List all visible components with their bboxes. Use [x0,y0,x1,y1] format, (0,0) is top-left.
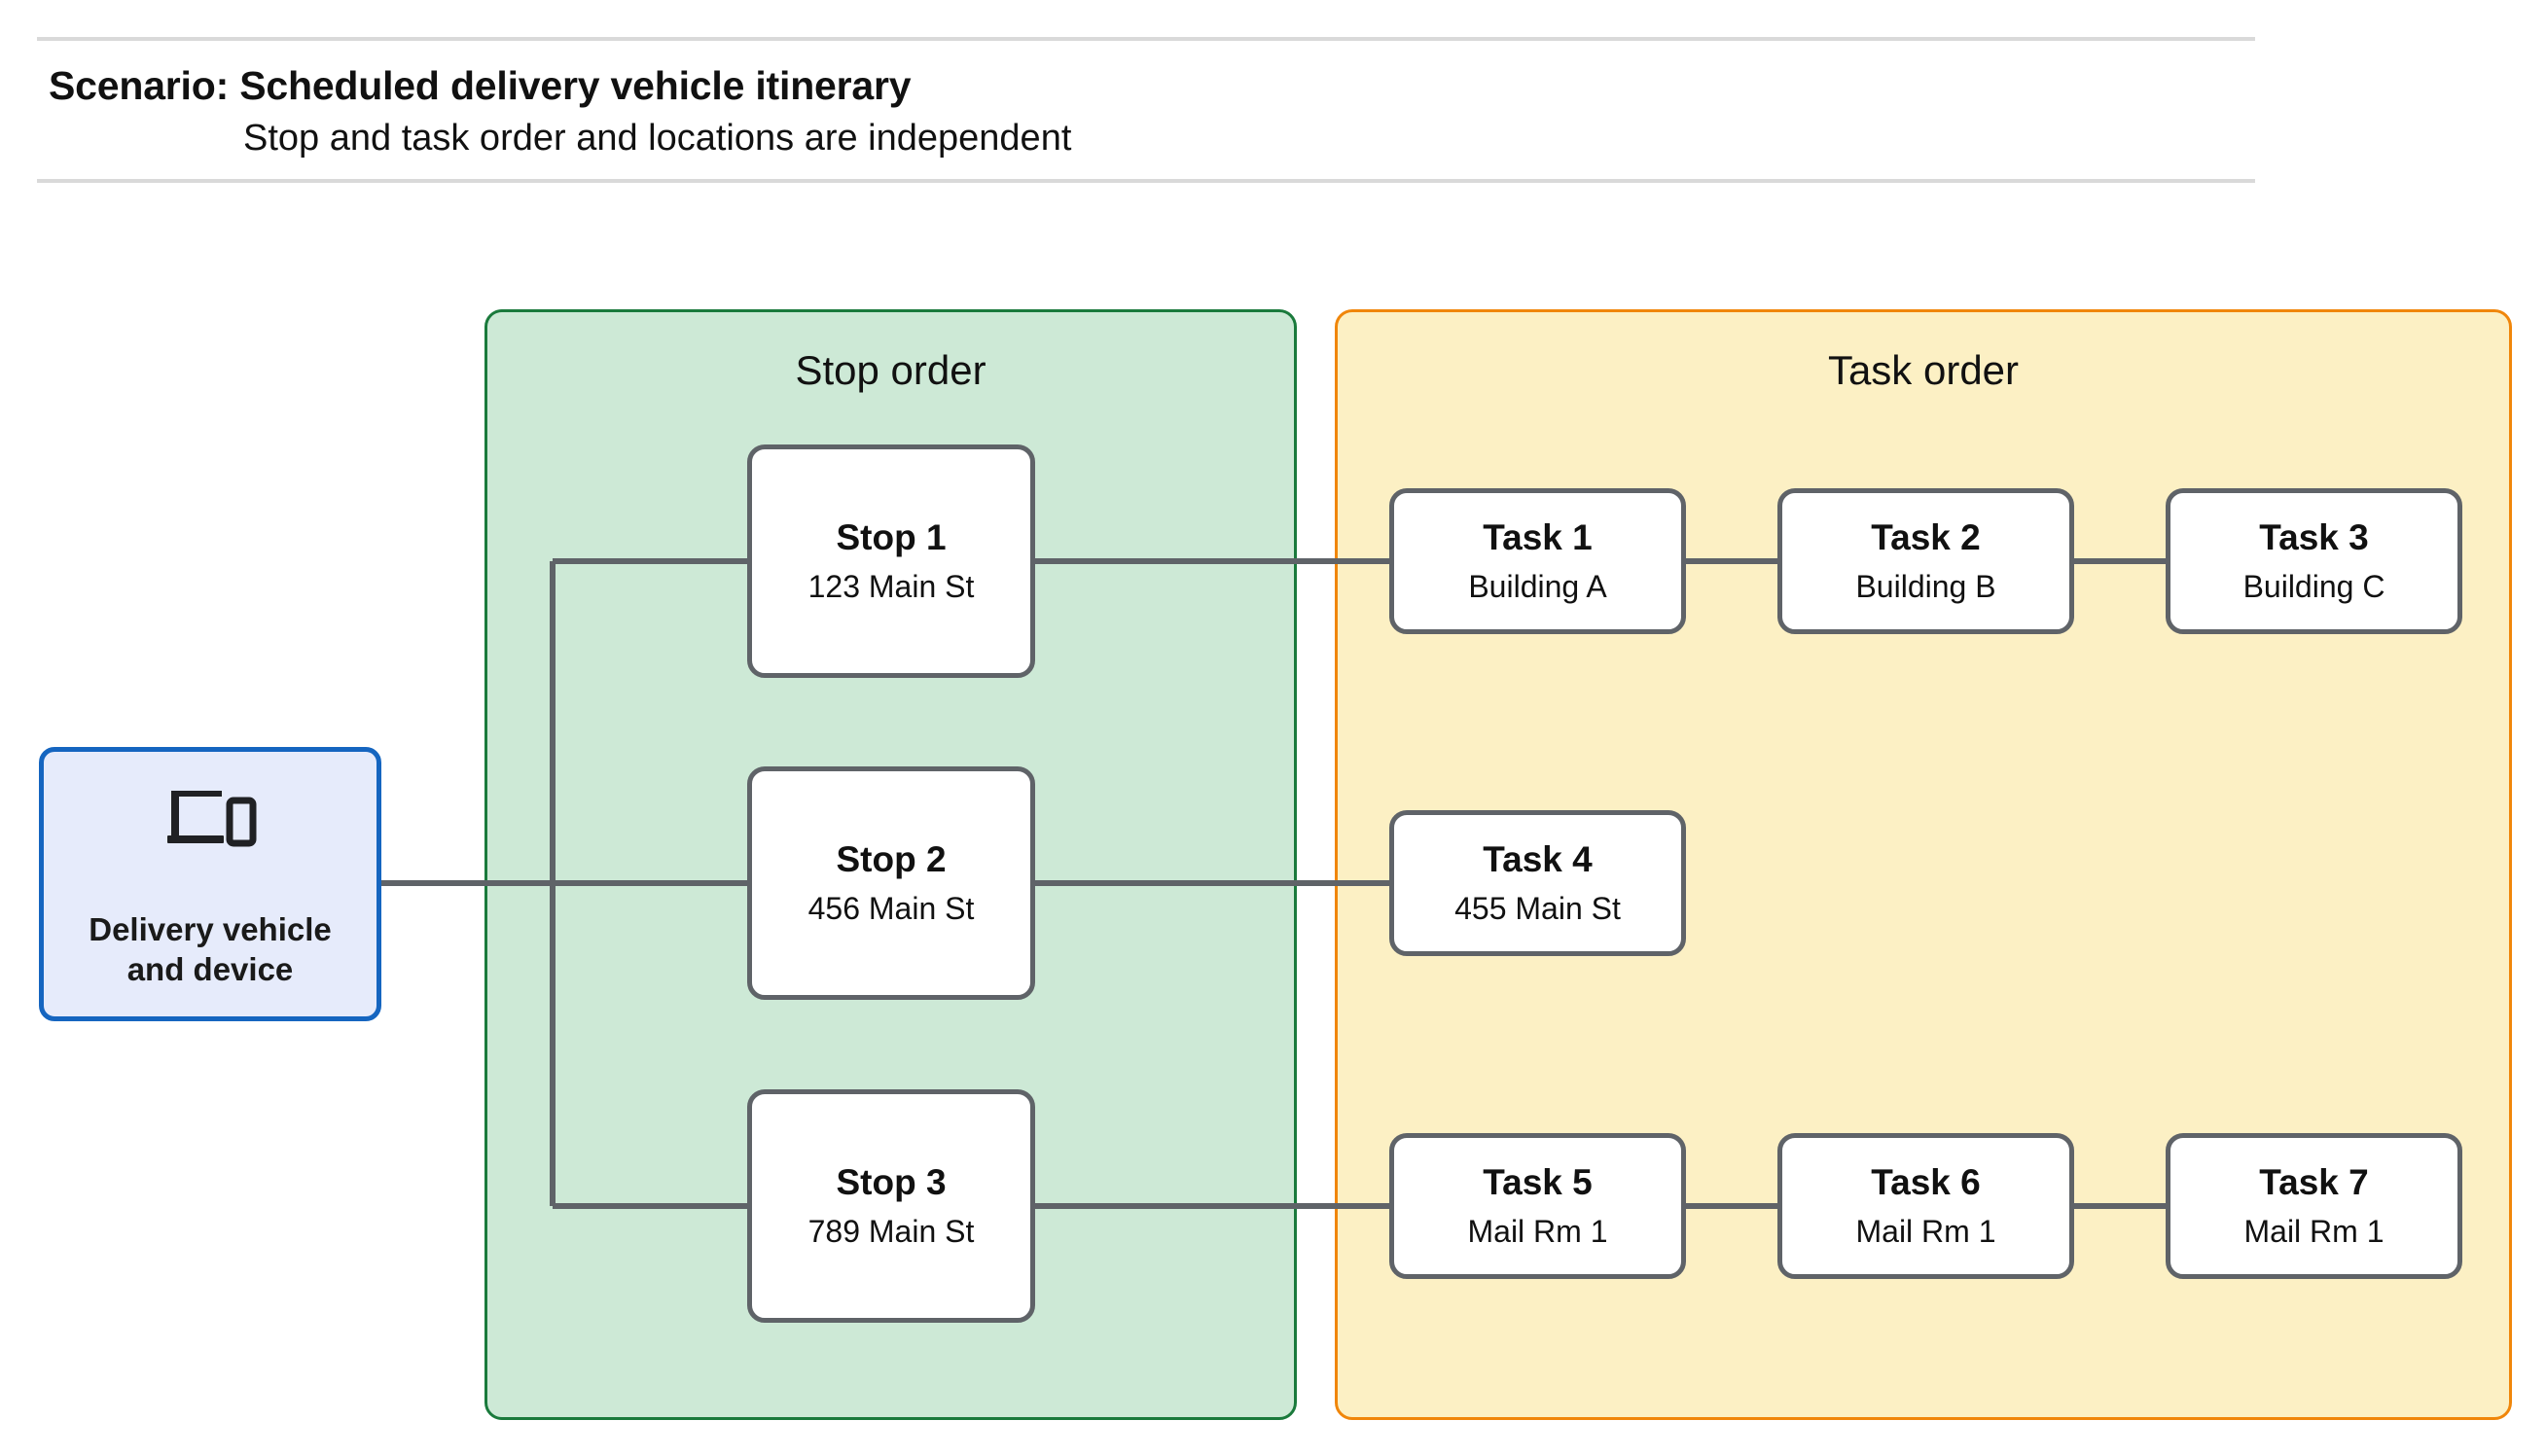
task-node-2[interactable]: Task 2 Building B [1777,488,2074,634]
task-node-7[interactable]: Task 7 Mail Rm 1 [2166,1133,2462,1279]
task-node-7-location: Mail Rm 1 [2243,1213,2385,1249]
header: Scenario: Scheduled delivery vehicle iti… [37,37,2255,183]
stop-node-2-title: Stop 2 [836,839,947,880]
stop-node-2-address: 456 Main St [807,890,975,926]
page-title: Scenario: Scheduled delivery vehicle iti… [49,63,912,108]
stop-node-1-address: 123 Main St [807,568,975,604]
stop-node-1-title: Stop 1 [836,517,947,558]
delivery-vehicle-label-line2: and device [126,950,294,987]
task-node-4[interactable]: Task 4 455 Main St [1389,810,1686,956]
task-node-1-location: Building A [1468,568,1607,604]
task-node-3-title: Task 3 [2259,517,2369,558]
stop-node-3-address: 789 Main St [807,1213,975,1249]
task-node-7-title: Task 7 [2259,1162,2369,1203]
stop-node-3-title: Stop 3 [836,1162,947,1203]
task-node-1-title: Task 1 [1483,517,1593,558]
stop-order-panel-title: Stop order [795,347,986,393]
delivery-vehicle-label: Delivery vehicle and device [89,910,332,990]
delivery-vehicle-node[interactable]: Delivery vehicle and device [39,747,381,1021]
stop-node-1[interactable]: Stop 1 123 Main St [747,444,1035,678]
task-node-4-title: Task 4 [1483,839,1593,880]
task-node-3-location: Building C [2242,568,2385,604]
task-node-6-location: Mail Rm 1 [1855,1213,1996,1249]
stop-node-3[interactable]: Stop 3 789 Main St [747,1089,1035,1323]
header-text: Scenario: Scheduled delivery vehicle iti… [37,41,2255,179]
task-node-3[interactable]: Task 3 Building C [2166,488,2462,634]
header-bottom-rule [37,178,2255,183]
task-node-2-title: Task 2 [1871,517,1981,558]
devices-icon [163,785,257,860]
task-order-panel-title: Task order [1827,347,2020,393]
task-node-6[interactable]: Task 6 Mail Rm 1 [1777,1133,2074,1279]
page-subtitle: Stop and task order and locations are in… [243,118,1072,160]
header-top-rule [37,37,2255,41]
task-node-4-location: 455 Main St [1454,890,1621,926]
task-node-6-title: Task 6 [1871,1162,1981,1203]
task-node-5-title: Task 5 [1483,1162,1593,1203]
stop-node-2[interactable]: Stop 2 456 Main St [747,766,1035,1000]
task-node-2-location: Building B [1855,568,1996,604]
task-node-5-location: Mail Rm 1 [1467,1213,1608,1249]
task-node-1[interactable]: Task 1 Building A [1389,488,1686,634]
delivery-vehicle-label-line1: Delivery vehicle [89,910,332,947]
task-node-5[interactable]: Task 5 Mail Rm 1 [1389,1133,1686,1279]
